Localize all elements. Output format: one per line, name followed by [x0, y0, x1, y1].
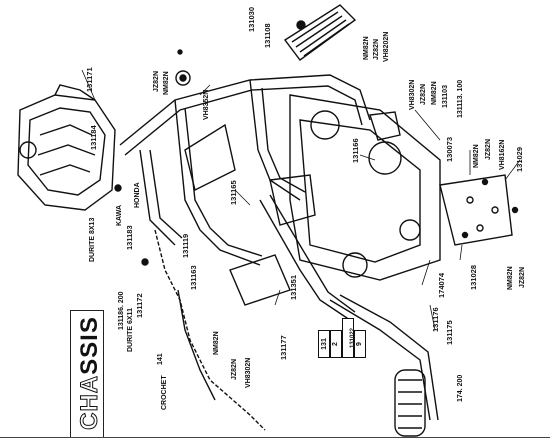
label-durite-6x11: DURITE 6X11: [127, 308, 134, 352]
label-durite-8x13: DURITE 8X13: [89, 218, 96, 262]
grid-plate: [283, 4, 357, 61]
fasteners: [114, 20, 519, 266]
label-130073: 130073: [445, 137, 454, 162]
label-131183: 131183: [125, 225, 134, 250]
label-vh8202n: VH8202N: [383, 32, 390, 62]
label-131184: 131184: [89, 125, 98, 150]
label-jz82n-f: JZ82N: [420, 84, 427, 105]
label-131103: 131103: [442, 85, 449, 108]
label-jz82n-d: JZ82N: [519, 267, 526, 288]
label-vh8352n: VH8352N: [203, 90, 210, 120]
label-131163: 131163: [189, 265, 198, 290]
label-131030: 131030: [247, 7, 256, 32]
label-vh8162n: VH8162N: [499, 140, 506, 170]
label-131166: 131166: [351, 138, 360, 163]
label-131119: 131119: [181, 234, 190, 258]
label-174074: 174074: [437, 272, 446, 298]
label-131029: 131029: [515, 147, 524, 172]
roller: [394, 369, 426, 437]
label-nm82n-d: NM82N: [507, 266, 514, 290]
label-jz82n-e: JZ82N: [485, 139, 492, 160]
tag-131: 131: [318, 330, 330, 358]
label-131175: 131175: [445, 320, 454, 345]
label-141: 141: [157, 353, 164, 365]
label-nm82n-f: NM82N: [431, 81, 438, 105]
label-kawa: KAWA: [116, 205, 123, 226]
label-honda: HONDA: [134, 182, 141, 208]
label-jz82n-c: JZ82N: [231, 359, 238, 380]
label-131165: 131165: [229, 180, 238, 205]
tag-9: 9: [354, 330, 366, 358]
label-nm82n-a: NM82N: [163, 71, 170, 95]
cable: [154, 229, 266, 431]
label-131108: 131108: [263, 23, 272, 48]
label-nm82n-c: NM82N: [213, 331, 220, 355]
label-nm82n-top: NM82N: [363, 36, 370, 60]
label-jz82n-top: JZ82N: [373, 39, 380, 60]
label-crochet: CROCHET: [161, 375, 168, 410]
label-131028: 131028: [469, 265, 478, 290]
label-vh8302n-right: VH8302N: [409, 80, 416, 110]
label-131186: 131186. 200: [118, 291, 125, 330]
title-rest: SSIS: [76, 316, 103, 375]
label-131113: 131113. 100: [457, 80, 464, 118]
tag-2: 2: [330, 330, 342, 358]
label-jz82n-a: JZ82N: [153, 71, 160, 92]
leader-lines: [81, 69, 521, 331]
engine-block: [17, 84, 116, 211]
label-vh8302n: VH8302N: [245, 358, 252, 388]
bottom-rule: [0, 437, 550, 438]
label-131176: 131176: [431, 307, 440, 332]
title-prefix: CHA: [76, 374, 104, 430]
lower-frame: [184, 123, 439, 421]
side-plate: [439, 174, 513, 246]
tag-131022: 131022: [342, 318, 356, 358]
label-nm82n-e: NM82N: [473, 144, 480, 168]
diagram-title: CHASSIS: [73, 309, 107, 437]
label-131172: 131172: [135, 293, 144, 318]
label-131351: 131351: [289, 275, 298, 300]
deck-housing: [289, 94, 441, 281]
label-131171: 131171: [85, 67, 94, 92]
label-131177: 131177: [279, 335, 288, 360]
label-174-200: 174. 200: [457, 375, 464, 402]
title-box: CHASSIS: [70, 310, 104, 438]
main-frame: [119, 74, 371, 266]
